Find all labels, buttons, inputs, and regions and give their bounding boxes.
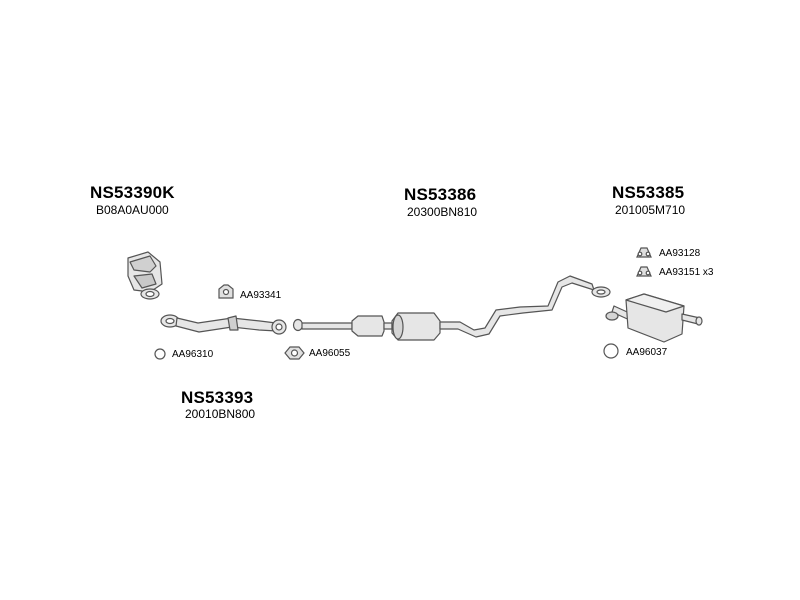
ring-gasket-icon [603,343,619,359]
fitting-code-label: AA96037 [626,347,668,358]
oem-number-label: B08A0AU000 [96,203,169,217]
centre-pipe-part[interactable] [292,275,611,341]
fitting-code-label: AA93341 [240,290,282,301]
rear-silencer-part[interactable] [605,293,703,343]
fitting-code-label: AA93128 [659,248,701,259]
catalytic-converter-part[interactable] [127,251,163,300]
oem-number-label: 20300BN810 [407,205,478,219]
rubber-hanger-icon [636,266,652,277]
ring-gasket-icon [154,348,166,360]
oem-number-label: 201005M710 [615,203,686,217]
fitting-code-label: AA96055 [309,348,351,359]
flange-gasket-icon [284,346,305,360]
part-number-label: NS53386 [404,185,477,204]
part-number-label: NS53393 [181,388,254,407]
rubber-hanger-icon [636,247,652,258]
part-number-label: NS53390K [90,183,175,202]
fitting-code-label: AA93151 x3 [659,267,714,278]
rubber-hanger-icon [218,284,234,299]
fitting-code-label: AA96310 [172,349,214,360]
part-number-label: NS53385 [612,183,685,202]
front-pipe-part[interactable] [160,314,287,335]
oem-number-label: 20010BN800 [185,407,256,421]
